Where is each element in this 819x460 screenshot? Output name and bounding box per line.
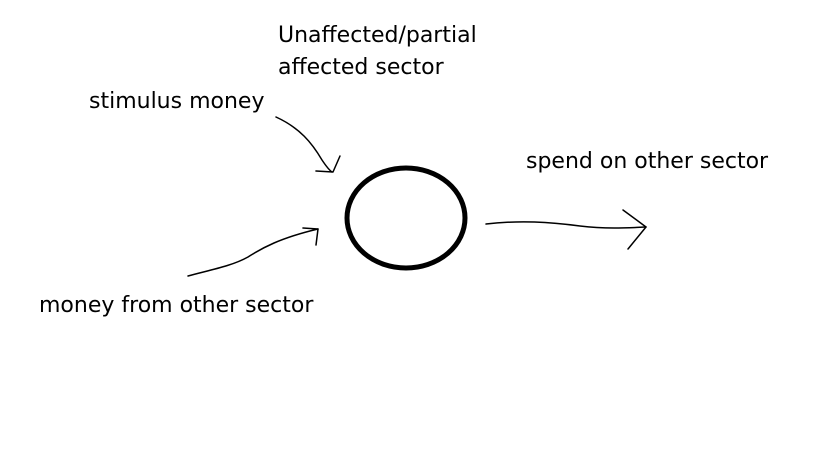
- spend-arrow-head: [622, 209, 647, 250]
- other-money-arrow-shaft: [187, 228, 319, 277]
- stimulus-arrow-shaft: [275, 116, 333, 173]
- sector-label-line2: affected sector: [278, 55, 444, 80]
- spend-arrow: [485, 209, 647, 250]
- stimulus-money-label: stimulus money: [89, 89, 265, 114]
- stimulus-arrow: [275, 116, 341, 173]
- spend-on-other-sector-label: spend on other sector: [526, 149, 769, 174]
- other-money-arrow-head: [302, 227, 319, 246]
- spend-arrow-shaft: [485, 221, 647, 229]
- sector-label: Unaffected/partial affected sector: [278, 20, 477, 84]
- other-money-arrow: [187, 227, 319, 277]
- money-from-other-sector-label: money from other sector: [39, 293, 314, 318]
- stimulus-arrow-head: [315, 155, 341, 173]
- sector-circle: [344, 165, 468, 271]
- sector-label-line1: Unaffected/partial: [278, 23, 477, 48]
